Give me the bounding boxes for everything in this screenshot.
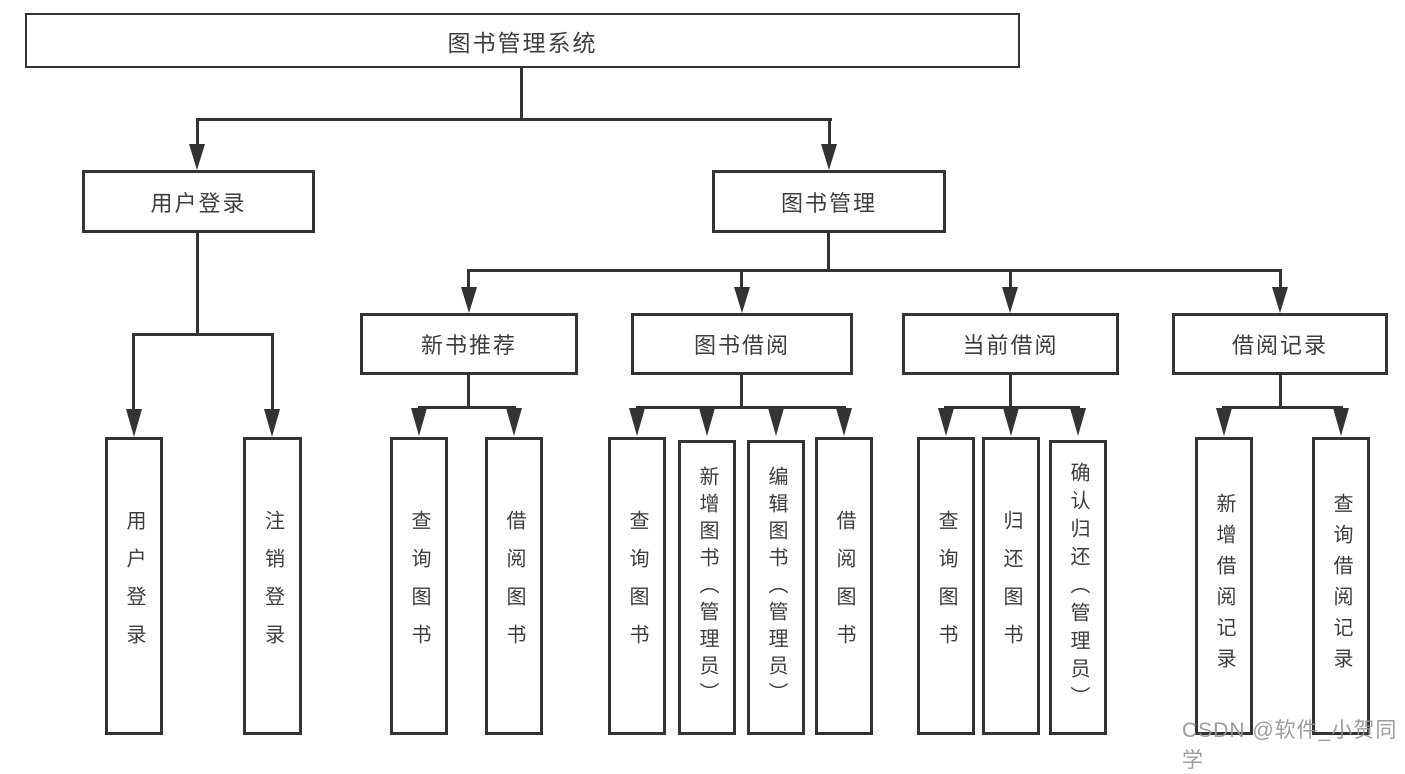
leaf-confirm-return-admin: 确认归还（管理员）: [1049, 440, 1107, 735]
node-user-login: 用户登录: [82, 170, 315, 233]
leaf-borrow-books-2: 借阅图书: [815, 437, 873, 735]
arrow-down-icon: [734, 287, 750, 313]
connector-recommend-down: [467, 375, 470, 409]
connector-user-login-stem: [196, 118, 199, 148]
connector-leaf-stem: [271, 333, 274, 411]
arrow-down-icon: [411, 408, 427, 436]
leaf-borrow-books-1-label: 借阅图书: [503, 510, 525, 662]
node-borrow-records-label: 借阅记录: [1231, 333, 1328, 358]
leaf-add-borrow-record-label: 新增借阅记录: [1213, 493, 1235, 679]
leaf-query-books-1-label: 查询图书: [408, 510, 430, 662]
connector-recommend-branch: [418, 406, 516, 409]
leaf-return-books: 归还图书: [982, 437, 1040, 735]
node-book-management-label: 图书管理: [780, 190, 877, 216]
node-new-book-recommend: 新书推荐: [360, 313, 578, 375]
arrow-down-icon: [1070, 408, 1086, 436]
connector-current-branch: [944, 406, 1080, 409]
arrow-down-icon: [938, 408, 954, 436]
leaf-query-books-3-label: 查询图书: [935, 510, 957, 662]
leaf-query-books-2-label: 查询图书: [626, 510, 648, 662]
leaf-query-books-2: 查询图书: [608, 437, 666, 735]
node-borrow-records: 借阅记录: [1172, 313, 1388, 375]
arrow-down-icon: [1333, 408, 1349, 436]
node-user-login-label: 用户登录: [150, 190, 247, 216]
leaf-user-login-label: 用户登录: [123, 510, 145, 662]
connector-borrow-down: [740, 375, 743, 409]
leaf-borrow-books-1: 借阅图书: [485, 437, 543, 735]
leaf-query-books-3: 查询图书: [917, 437, 975, 735]
connector-book-mgmt-down: [827, 233, 830, 272]
connector-section-stem: [1009, 269, 1012, 291]
leaf-add-book-admin-label: 新增图书（管理员）: [696, 466, 718, 709]
connector-current-down: [1009, 375, 1012, 409]
connector-root-branch: [196, 118, 832, 121]
leaf-query-books-1: 查询图书: [390, 437, 448, 735]
leaf-confirm-return-admin-label: 确认归还（管理员）: [1067, 461, 1089, 714]
node-new-book-recommend-label: 新书推荐: [420, 333, 517, 358]
leaf-borrow-books-2-label: 借阅图书: [833, 510, 855, 662]
connector-records-down: [1279, 375, 1282, 409]
arrow-down-icon: [264, 409, 280, 437]
node-library-system: 图书管理系统: [25, 13, 1020, 68]
arrow-down-icon: [126, 409, 142, 437]
arrow-down-icon: [1002, 287, 1018, 313]
csdn-watermark: CSDN @软件_小贺同学: [1182, 719, 1398, 772]
node-library-system-label: 图书管理系统: [447, 29, 598, 56]
leaf-add-book-admin: 新增图书（管理员）: [678, 440, 736, 735]
leaf-logout: 注销登录: [243, 437, 302, 735]
arrow-down-icon: [461, 287, 477, 313]
arrow-down-icon: [1272, 287, 1288, 313]
leaf-edit-book-admin-label: 编辑图书（管理员）: [765, 466, 787, 709]
leaf-query-borrow-record: 查询借阅记录: [1312, 437, 1370, 735]
connector-section-stem: [1279, 269, 1282, 291]
connector-records-branch: [1222, 406, 1343, 409]
leaf-return-books-label: 归还图书: [1000, 510, 1022, 662]
arrow-down-icon: [836, 408, 852, 436]
leaf-logout-label: 注销登录: [261, 510, 284, 662]
arrow-down-icon: [1003, 408, 1019, 436]
node-current-borrow: 当前借阅: [902, 313, 1119, 375]
connector-user-login-branch: [132, 333, 274, 336]
connector-user-login-down: [196, 233, 199, 335]
connector-root-stem: [520, 68, 523, 120]
arrow-down-icon: [506, 408, 522, 436]
leaf-edit-book-admin: 编辑图书（管理员）: [747, 440, 805, 735]
arrow-down-icon: [1216, 408, 1232, 436]
arrow-down-icon: [699, 408, 715, 436]
connector-borrow-branch: [636, 406, 846, 409]
leaf-user-login: 用户登录: [105, 437, 163, 735]
node-book-borrow: 图书借阅: [631, 313, 853, 375]
connector-leaf-stem: [132, 333, 135, 411]
arrow-down-icon: [189, 144, 205, 170]
arrow-down-icon: [629, 408, 645, 436]
arrow-down-icon: [768, 408, 784, 436]
connector-book-mgmt-stem: [828, 118, 831, 148]
leaf-add-borrow-record: 新增借阅记录: [1195, 437, 1253, 735]
arrow-down-icon: [821, 144, 837, 170]
node-current-borrow-label: 当前借阅: [962, 333, 1059, 358]
node-book-borrow-label: 图书借阅: [693, 333, 790, 358]
connector-book-mgmt-branch: [467, 269, 1282, 272]
connector-section-stem: [740, 269, 743, 291]
node-book-management: 图书管理: [712, 170, 946, 233]
leaf-query-borrow-record-label: 查询借阅记录: [1330, 493, 1352, 679]
connector-section-stem: [467, 269, 470, 291]
